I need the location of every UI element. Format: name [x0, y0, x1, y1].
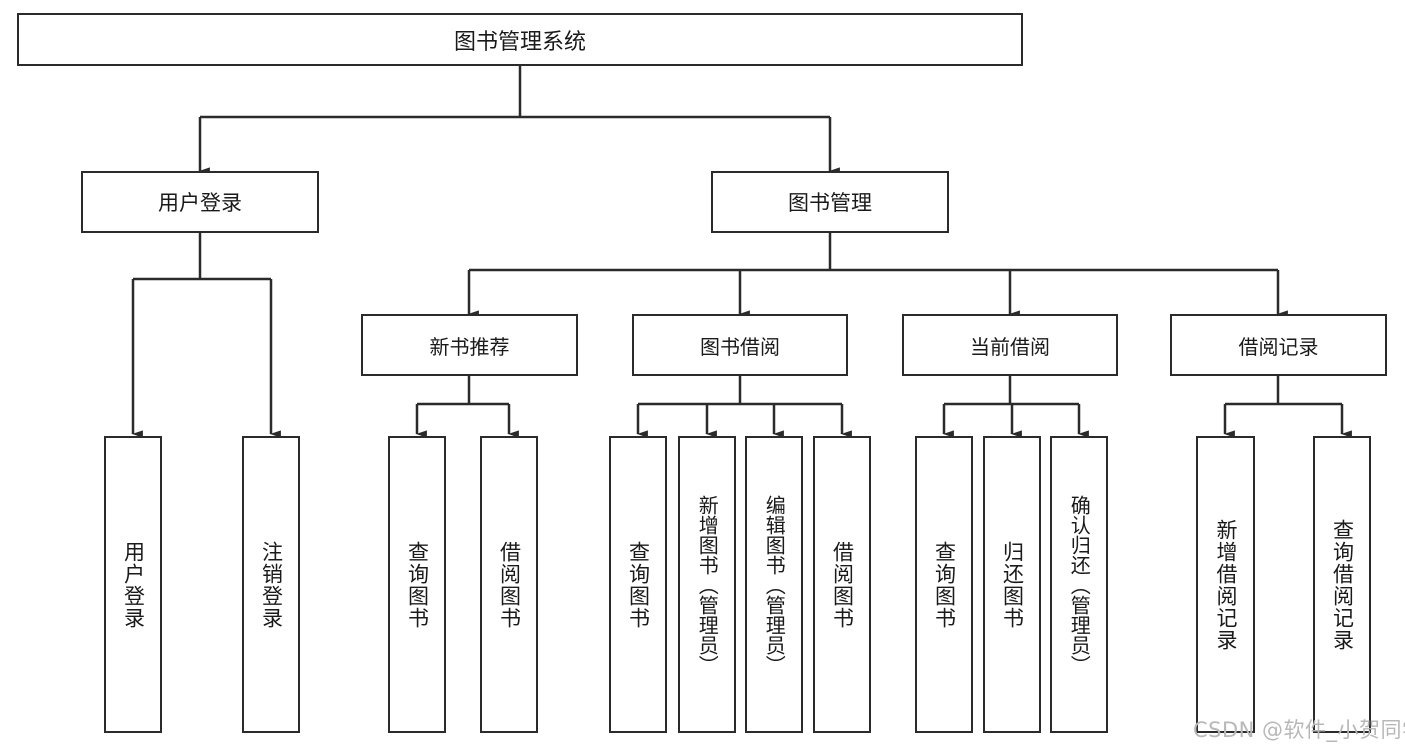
node-leaf-return-book: 归还图书: [983, 436, 1041, 733]
node-label: 新书推荐: [429, 334, 510, 359]
node-label: 用户登录: [121, 540, 146, 629]
node-label: 查询图书: [405, 540, 430, 629]
node-leaf-add-record: 新增借阅记录: [1196, 436, 1255, 733]
node-leaf-user-login: 用户登录: [104, 436, 162, 733]
node-user-login: 用户登录: [81, 171, 319, 233]
node-leaf-logout: 注销登录: [242, 436, 300, 733]
node-label: 查询图书: [626, 540, 651, 629]
watermark-label: CSDN @软件_小贺同学: [1193, 718, 1405, 742]
node-leaf-query-book-2: 查询图书: [609, 436, 667, 733]
node-label: 注销登录: [259, 540, 284, 629]
node-label: 图书管理系统: [453, 29, 586, 55]
node-current-borrow: 当前借阅: [902, 314, 1118, 376]
node-label: 用户登录: [158, 191, 242, 215]
node-leaf-edit-book: 编辑图书（管理员）: [745, 436, 803, 733]
node-label: 新增借阅记录: [1213, 518, 1238, 651]
node-new-book-rec: 新书推荐: [361, 314, 578, 376]
node-label: 图书借阅: [700, 334, 780, 359]
node-leaf-confirm-return: 确认归还（管理员）: [1050, 436, 1108, 733]
node-label: 归还图书: [1000, 540, 1025, 629]
node-book-manage: 图书管理: [711, 171, 949, 233]
node-root: 图书管理系统: [17, 13, 1023, 66]
node-label: 确认归还（管理员）: [1067, 494, 1092, 675]
node-leaf-borrow-book-2: 借阅图书: [813, 436, 871, 733]
node-label: 查询借阅记录: [1330, 518, 1355, 651]
node-label: 当前借阅: [970, 334, 1050, 359]
node-leaf-query-book-3: 查询图书: [915, 436, 973, 733]
node-label: 借阅图书: [830, 540, 855, 629]
node-label: 查询图书: [932, 540, 957, 629]
node-leaf-borrow-book-1: 借阅图书: [480, 436, 538, 733]
node-label: 借阅记录: [1238, 334, 1319, 359]
node-label: 图书管理: [788, 191, 872, 215]
node-label: 新增图书（管理员）: [695, 494, 720, 675]
node-label: 借阅图书: [497, 540, 522, 629]
node-book-borrow: 图书借阅: [632, 314, 848, 376]
node-label: 编辑图书（管理员）: [762, 494, 787, 675]
node-borrow-record: 借阅记录: [1170, 314, 1387, 376]
node-leaf-add-book: 新增图书（管理员）: [678, 436, 736, 733]
node-leaf-query-record: 查询借阅记录: [1313, 436, 1371, 733]
node-leaf-query-book-1: 查询图书: [388, 436, 446, 733]
